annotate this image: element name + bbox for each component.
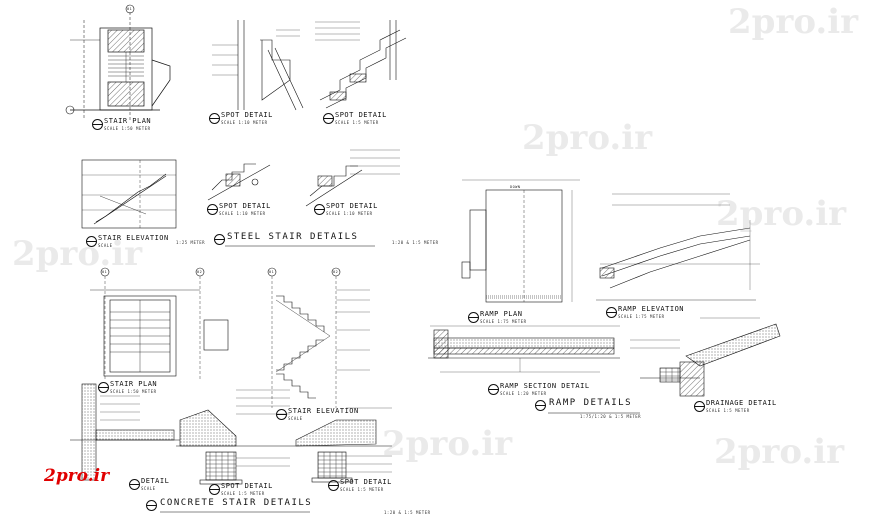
concrete-stair-plan-title: STAIR PLAN [110,380,158,388]
grid-bubble-label: 01 [269,270,275,274]
steel-spot-detail-4-scale: SCALE 1:10 METER [326,211,373,216]
watermark: 2pro.ir [12,234,143,274]
steel-spot-detail-3-title: SPOT DETAIL [219,202,271,210]
watermark: 2pro.ir [728,2,859,42]
concrete-stair-elevation-title: STAIR ELEVATION [288,407,359,415]
detail-marker-icon [328,480,339,491]
watermark: 2pro.ir [716,194,847,234]
concrete-spot-detail-1-scale: SCALE 1:5 METER [221,491,265,496]
steel-stair-plan-scale: SCALE 1:50 METER [104,126,151,131]
concrete-detail-drawing [70,383,180,481]
steel-stair-elevation-scale: SCALE [98,243,113,248]
steel-spot-detail-4-drawing [305,149,400,207]
watermark: 2pro.ir [522,118,653,158]
detail-marker-icon [535,400,546,411]
ramp-plan-scale: SCALE 1:75 METER [480,319,527,324]
ramp-group-scale: 1:75/1:20 & 1:5 METER [580,414,642,419]
concrete-spot-detail-2-scale: SCALE 1:5 METER [340,487,384,492]
drainage-detail-scale: SCALE 1:5 METER [706,408,750,413]
steel-spot-detail-1-drawing [212,20,304,111]
detail-marker-icon [694,401,705,412]
concrete-stair-plan-drawing [90,276,229,380]
steel-spot-detail-2-title: SPOT DETAIL [335,111,387,119]
detail-marker-icon [314,204,325,215]
grid-bubble-label: 01 [127,7,133,11]
steel-spot-detail-2-drawing [315,20,407,109]
grid-bubble-label: 01 [102,270,108,274]
steel-spot-detail-3-scale: SCALE 1:10 METER [219,211,266,216]
concrete-group-title: CONCRETE STAIR DETAILS [160,498,313,508]
detail-marker-icon [98,382,109,393]
grid-bubble-label: 02 [197,270,203,274]
ramp-plan-down-label: DOWN [510,185,521,189]
detail-marker-icon [323,113,334,124]
ramp-elevation-drawing [596,193,760,301]
drainage-detail-drawing [630,317,781,397]
detail-marker-icon [86,236,97,247]
steel-stair-elevation-drawing [81,159,177,229]
steel-group-scale: 1:25 METER [176,240,206,245]
ramp-section-drawing [428,325,620,373]
ramp-elevation-title: RAMP ELEVATION [618,305,685,313]
steel-spot-detail-4-title: SPOT DETAIL [326,202,378,210]
drainage-detail-title: DRAINAGE DETAIL [706,399,777,407]
detail-marker-icon [606,307,617,318]
ramp-section-scale: SCALE 1:20 METER [500,391,547,396]
concrete-stair-elevation-scale: SCALE [288,416,303,421]
concrete-stair-plan-scale: SCALE 1:50 METER [110,389,157,394]
ramp-group-title: RAMP DETAILS [549,398,633,408]
ramp-plan-drawing [461,179,580,303]
concrete-detail-scale: SCALE [141,486,156,491]
concrete-spot-detail-2-drawing [290,407,392,483]
steel-stair-elevation-title: STAIR ELEVATION [98,234,169,242]
detail-marker-icon [214,234,225,245]
ramp-plan-title: RAMP PLAN [480,310,523,318]
detail-marker-icon [207,204,218,215]
steel-group-title: STEEL STAIR DETAILS [227,232,359,242]
detail-marker-icon [146,500,157,511]
steel-stair-plan-title: STAIR PLAN [104,117,152,125]
concrete-spot-detail-1-title: SPOT DETAIL [221,482,273,490]
ramp-elevation-scale: SCALE 1:75 METER [618,314,665,319]
watermark: 2pro.ir [714,432,845,472]
steel-stair-plan-drawing [70,12,171,120]
detail-marker-icon [488,384,499,395]
detail-marker-icon [209,484,220,495]
detail-marker-icon [129,479,140,490]
grid-bubble-label: 02 [333,270,339,274]
concrete-spot-detail-1-drawing [176,389,290,485]
detail-marker-icon [468,312,479,323]
concrete-spot-detail-2-title: SPOT DETAIL [340,478,392,486]
steel-spot-detail-1-title: SPOT DETAIL [221,111,273,119]
concrete-stair-elevation-drawing [271,276,370,408]
steel-spot-detail-2-scale: SCALE 1:5 METER [335,120,379,125]
steel-spot-detail-1-scale: SCALE 1:10 METER [221,120,268,125]
detail-marker-icon [209,113,220,124]
ramp-section-title: RAMP SECTION DETAIL [500,382,590,390]
concrete-detail-title: DETAIL [141,477,170,485]
watermark: 2pro.ir [382,424,513,464]
concrete-group-scale: 1:20 & 1:5 METER [384,510,431,515]
steel-spot-detail-3-drawing [207,163,271,201]
detail-marker-icon [276,409,287,420]
detail-marker-icon [92,119,103,130]
steel-group-scale-right: 1:20 & 1:5 METER [392,240,439,245]
site-logo[interactable]: 2pro.ir [44,466,110,486]
